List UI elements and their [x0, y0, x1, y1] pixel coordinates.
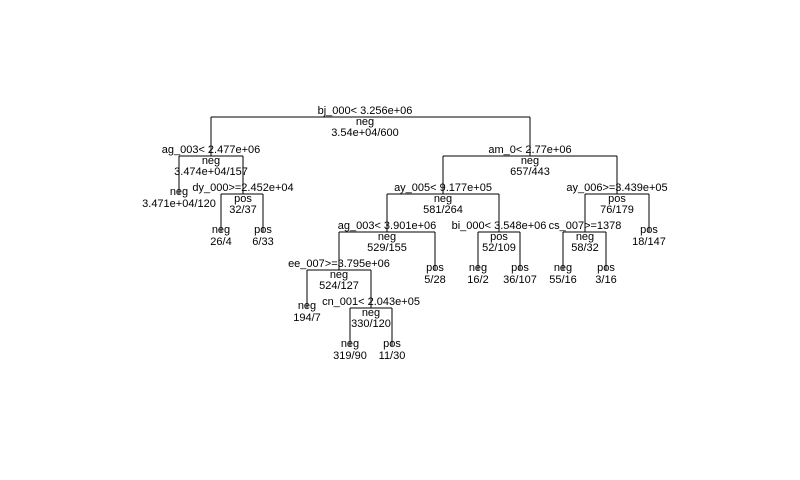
- node-counts-label: 3/16: [595, 274, 616, 286]
- node-class-label: neg: [554, 262, 572, 274]
- node-class-label: neg: [521, 155, 539, 167]
- node-split-label: cs_007>=1378: [549, 220, 622, 232]
- split-branches-RL: [386, 193, 500, 232]
- node-counts-label: 5/28: [424, 274, 445, 286]
- node-counts-label: 6/33: [252, 236, 273, 248]
- node-counts-label: 657/443: [510, 166, 550, 178]
- node-class-label: neg: [330, 269, 348, 281]
- node-split-label: cn_001< 2.043e+05: [322, 296, 420, 308]
- node-class-label: pos: [511, 262, 529, 274]
- node-counts-label: 529/155: [367, 242, 407, 254]
- node-class-label: neg: [298, 300, 316, 312]
- node-class-label: neg: [202, 155, 220, 167]
- node-counts-label: 32/37: [229, 204, 257, 216]
- split-branches-R: [442, 155, 618, 194]
- node-counts-label: 58/32: [571, 242, 599, 254]
- node-class-label: pos: [608, 193, 626, 205]
- split-branches-L: [178, 155, 244, 194]
- node-class-label: neg: [341, 338, 359, 350]
- node-counts-label: 55/16: [549, 274, 577, 286]
- node-class-label: neg: [576, 231, 594, 243]
- node-split-label: bi_000< 3.548e+06: [452, 220, 547, 232]
- node-counts-label: 3.474e+04/157: [174, 166, 248, 178]
- split-branches-RLR: [477, 231, 521, 270]
- node-class-label: neg: [356, 116, 374, 128]
- node-split-label: dy_000>=2.452e+04: [192, 182, 293, 194]
- split-branches-LR: [220, 193, 264, 232]
- node-class-label: neg: [170, 186, 188, 198]
- node-counts-label: 3.471e+04/120: [142, 198, 216, 210]
- split-branches-RLLLR: [349, 307, 393, 346]
- node-class-label: pos: [490, 231, 508, 243]
- node-counts-label: 524/127: [319, 280, 359, 292]
- node-class-label: neg: [212, 224, 230, 236]
- split-branches-root: [210, 116, 531, 156]
- node-counts-label: 194/7: [293, 312, 321, 324]
- node-class-label: pos: [234, 193, 252, 205]
- split-branches-RR: [584, 193, 650, 232]
- node-counts-label: 11/30: [379, 350, 406, 362]
- node-counts-label: 16/2: [467, 274, 488, 286]
- node-split-label: ee_007>=3.795e+06: [288, 258, 390, 270]
- node-counts-label: 18/147: [632, 236, 666, 248]
- node-split-label: ag_003< 3.901e+06: [338, 220, 437, 232]
- node-split-label: ay_005< 9.177e+05: [394, 182, 492, 194]
- node-counts-label: 52/109: [482, 242, 516, 254]
- node-counts-label: 3.54e+04/600: [331, 127, 399, 139]
- node-class-label: pos: [383, 338, 401, 350]
- node-class-label: neg: [434, 193, 452, 205]
- node-split-label: am_0< 2.77e+06: [488, 144, 571, 156]
- node-counts-label: 319/90: [333, 350, 367, 362]
- node-counts-label: 330/120: [351, 318, 391, 330]
- node-counts-label: 76/179: [600, 204, 634, 216]
- node-class-label: pos: [597, 262, 615, 274]
- node-class-label: pos: [254, 224, 272, 236]
- node-class-label: pos: [640, 224, 658, 236]
- node-class-label: neg: [362, 307, 380, 319]
- node-counts-label: 36/107: [503, 274, 537, 286]
- split-branches-RLL: [338, 231, 436, 270]
- node-split-label: ay_006>=3.439e+05: [566, 182, 667, 194]
- node-class-label: pos: [426, 262, 444, 274]
- split-branches-RLLL: [306, 269, 372, 308]
- split-branches-RRL: [562, 231, 607, 270]
- node-counts-label: 581/264: [423, 204, 463, 216]
- node-class-label: neg: [469, 262, 487, 274]
- node-split-label: bj_000< 3.256e+06: [318, 105, 413, 117]
- node-counts-label: 26/4: [210, 236, 231, 248]
- node-class-label: neg: [378, 231, 396, 243]
- node-split-label: ag_003< 2.477e+06: [162, 144, 261, 156]
